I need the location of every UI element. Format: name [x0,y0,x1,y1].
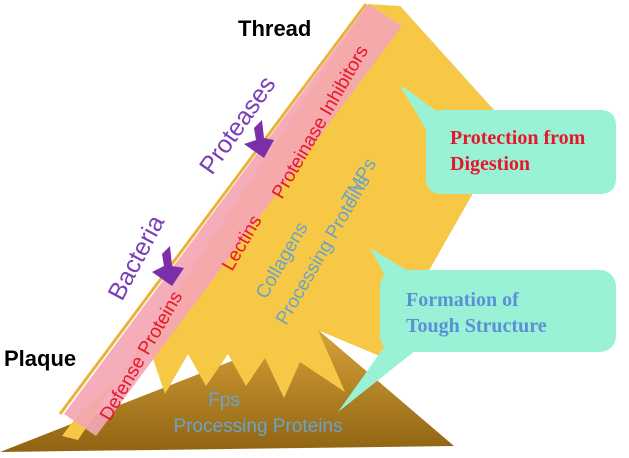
plaque-label: Plaque [4,346,76,371]
bacteria-arrow-icon [152,246,184,286]
processing-proteins-label-plaque: Processing Proteins [174,416,343,437]
formation-callout: Formation of Tough Structure [338,248,616,412]
protection-callout: Protection from Digestion [400,86,616,194]
formation-line1: Formation of [406,289,519,311]
thread-label: Thread [238,16,311,41]
plaque-base [0,328,454,452]
protection-line2: Digestion [450,153,530,175]
proteases-arrow-icon [244,120,274,158]
thread-edge [58,3,368,415]
protection-line1: Protection from [450,127,586,149]
fps-label: Fps [208,390,240,411]
formation-line2: Tough Structure [406,315,547,337]
cuticle-band [64,4,402,436]
